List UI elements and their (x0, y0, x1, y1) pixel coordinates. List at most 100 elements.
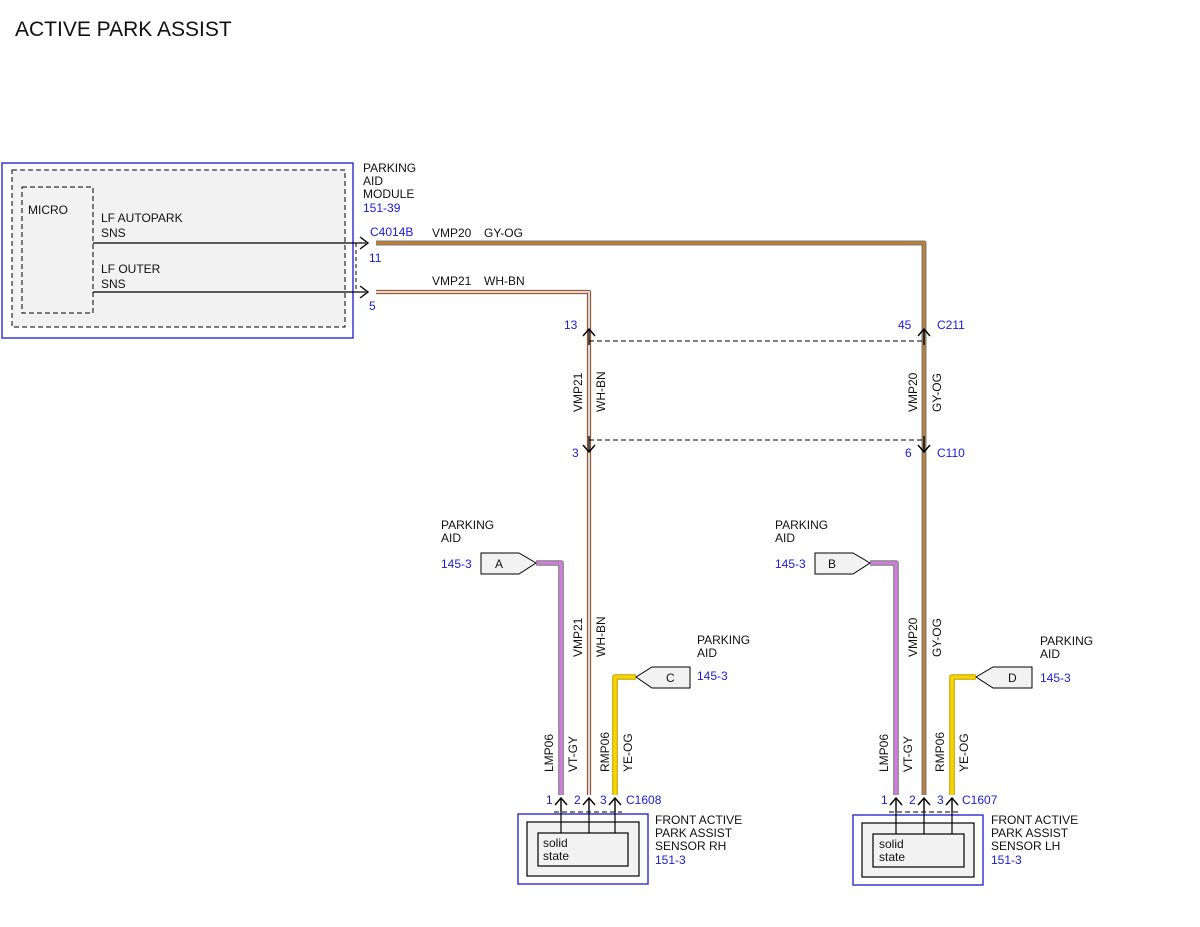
module-ref[interactable]: 151-39 (363, 201, 401, 215)
svg-text:AID: AID (775, 531, 795, 545)
svg-text:145-3[interactable]: 145-3 (775, 557, 806, 571)
module-name-1: PARKING (363, 161, 416, 175)
signal-label-autopark: LF AUTOPARK (101, 211, 183, 225)
pin-label-6: 6 (905, 446, 912, 460)
sensor-lh-ref[interactable]: 151-3 (991, 853, 1022, 867)
pin-label-5: 5 (369, 299, 376, 313)
page-title: ACTIVE PARK ASSIST (15, 18, 232, 41)
signal-label-outer: LF OUTER (101, 262, 161, 276)
svg-text:PARKING: PARKING (697, 633, 750, 647)
pin-label-45: 45 (898, 318, 912, 332)
svg-text:145-3[interactable]: 145-3 (441, 557, 472, 571)
svg-text:state: state (543, 849, 569, 863)
vlabel-wh-bn-low: WH-BN (594, 616, 608, 657)
signal-label-outer-2: SNS (101, 277, 126, 291)
module-outline (1, 162, 354, 339)
wire-lmp06-vt-gy-lh (870, 560, 899, 795)
svg-text:D: D (1008, 671, 1017, 685)
label-vmp21-top: VMP21 (432, 274, 472, 288)
parking-aid-ref-c[interactable]: PARKING AID 145-3 C (635, 633, 750, 689)
label-gy-og-top: GY-OG (484, 226, 523, 240)
svg-text:solid: solid (543, 836, 568, 850)
svg-text:AID: AID (697, 646, 717, 660)
sensor-rh-name-2: PARK ASSIST (655, 826, 733, 840)
ref-tag-b (814, 552, 871, 575)
sensor-rh-solid-state (537, 832, 629, 867)
svg-text:145-3[interactable]: 145-3 (697, 669, 728, 683)
ref-tag-d (975, 666, 1033, 689)
parking-aid-module: MICRO LF AUTOPARK SNS LF OUTER SNS PARKI… (1, 161, 416, 339)
signal-label-autopark-2: SNS (101, 226, 126, 240)
vlabel-rmp06-rh: RMP06 (598, 732, 612, 772)
sensor-lh-name-2: PARK ASSIST (991, 826, 1069, 840)
vlabel-vmp21-mid: VMP21 (571, 372, 585, 412)
vlabel-ye-og-rh: YE-OG (621, 733, 635, 772)
connector-c211-label[interactable]: C211 (937, 318, 965, 332)
vlabel-lmp06-rh: LMP06 (542, 734, 556, 772)
vlabel-rmp06-lh: RMP06 (933, 732, 947, 772)
vlabel-vmp20-mid: VMP20 (906, 372, 920, 412)
svg-text:solid: solid (879, 837, 904, 851)
sensor-lh-pin-3: 3 (937, 793, 944, 807)
module-name-2: AID (363, 174, 383, 188)
sensor-rh-name-3: SENSOR RH (655, 839, 726, 853)
connector-c110: 3 6 C110 (572, 436, 965, 460)
svg-text:C: C (666, 671, 675, 685)
label-wh-bn-top: WH-BN (484, 274, 525, 288)
connector-c211: 13 45 C211 (564, 318, 965, 345)
sensor-rh-pin-3: 3 (600, 793, 607, 807)
svg-text:B: B (828, 557, 836, 571)
sensor-rh: 1 2 3 C1608 solid state FRONT ACTIVE PAR… (517, 793, 742, 885)
connector-c4014b[interactable]: C4014B (370, 225, 413, 239)
pin-label-13: 13 (564, 318, 578, 332)
connector-c1608[interactable]: C1608 (626, 793, 662, 807)
wire-rmp06-ye-og-lh (949, 674, 976, 795)
vlabel-wh-bn-mid: WH-BN (594, 371, 608, 412)
parking-aid-ref-b[interactable]: PARKING AID 145-3 B (775, 518, 871, 575)
sensor-lh-pin-2: 2 (909, 793, 916, 807)
connector-c110-label[interactable]: C110 (937, 446, 965, 460)
ref-tag-a (480, 552, 537, 575)
pin-label-3: 3 (572, 446, 579, 460)
ref-tag-c (635, 666, 691, 689)
svg-text:145-3[interactable]: 145-3 (1040, 671, 1071, 685)
svg-text:AID: AID (1040, 647, 1060, 661)
wire-lmp06-vt-gy-rh (536, 560, 564, 795)
sensor-lh-name-1: FRONT ACTIVE (991, 813, 1078, 827)
svg-text:state: state (879, 850, 905, 864)
module-name-3: MODULE (363, 187, 414, 201)
vlabel-vt-gy-rh: VT-GY (566, 736, 580, 772)
sensor-rh-ref[interactable]: 151-3 (655, 853, 686, 867)
svg-text:AID: AID (441, 531, 461, 545)
sensor-lh-name-3: SENSOR LH (991, 839, 1060, 853)
pin-arrow-11 (359, 236, 370, 250)
sensor-lh-outline (852, 814, 984, 886)
connector-c1607[interactable]: C1607 (962, 793, 998, 807)
sensor-rh-outline (517, 813, 649, 885)
micro-block (21, 186, 94, 314)
svg-text:PARKING: PARKING (775, 518, 828, 532)
vlabel-vmp21-low: VMP21 (571, 617, 585, 657)
pin-label-11: 11 (369, 251, 382, 265)
vlabel-ye-og-lh: YE-OG (957, 733, 971, 772)
micro-label: MICRO (28, 203, 68, 217)
vlabel-gy-og-low: GY-OG (930, 618, 944, 657)
sensor-lh-solid-state (872, 833, 965, 868)
parking-aid-ref-a[interactable]: PARKING AID 145-3 A (441, 518, 537, 575)
sensor-rh-name-1: FRONT ACTIVE (655, 813, 742, 827)
wire-rmp06-ye-og-rh (612, 674, 636, 795)
svg-text:A: A (495, 557, 503, 571)
label-vmp20-top: VMP20 (432, 226, 472, 240)
vlabel-vmp20-low: VMP20 (906, 617, 920, 657)
sensor-rh-pin-2: 2 (574, 793, 581, 807)
vlabel-vt-gy-lh: VT-GY (901, 736, 915, 772)
sensor-lh-pin-1: 1 (881, 793, 888, 807)
wire-vmp21-wh-bn (376, 289, 592, 795)
wire-vmp20-gy-og (376, 240, 927, 795)
svg-text:PARKING: PARKING (441, 518, 494, 532)
parking-aid-ref-d[interactable]: PARKING AID 145-3 D (975, 634, 1093, 689)
pin-arrow-5 (359, 285, 370, 299)
sensor-rh-pin-1: 1 (546, 793, 553, 807)
vlabel-lmp06-lh: LMP06 (877, 734, 891, 772)
